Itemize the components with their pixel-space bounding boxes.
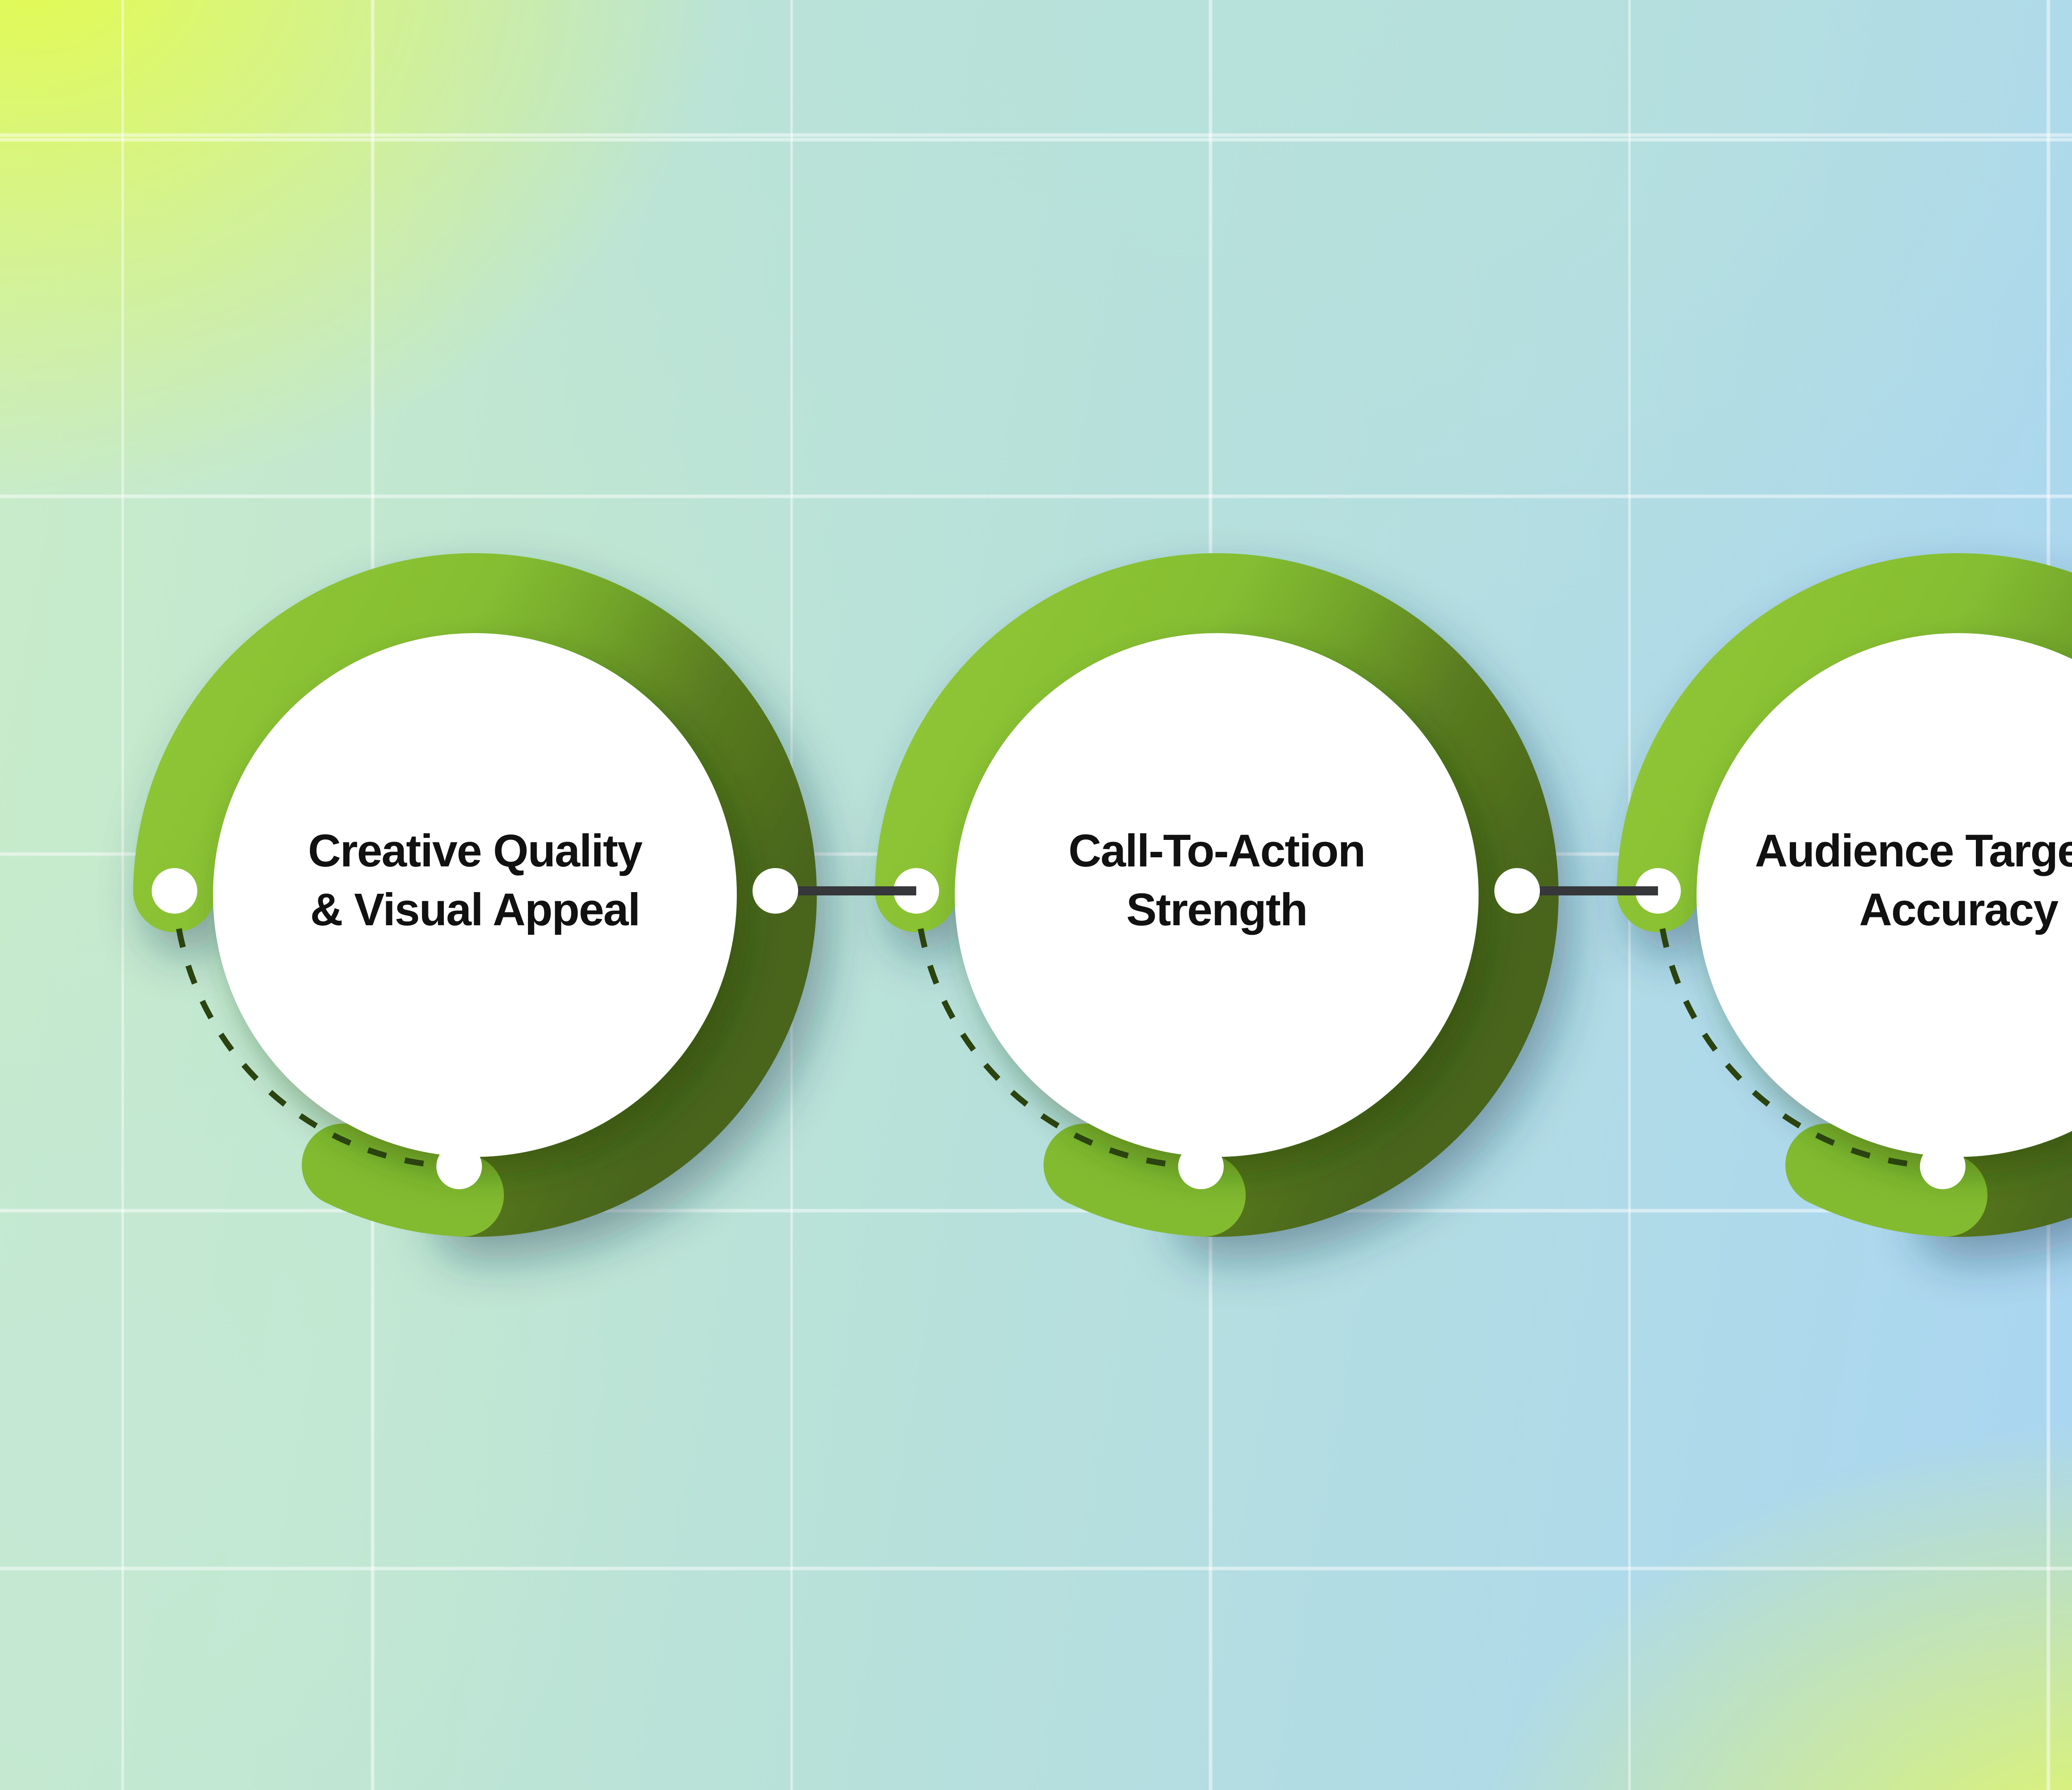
node-label-line: Call-To-Action (1068, 825, 1365, 876)
node-label-line: Creative Quality (308, 825, 643, 876)
node-label-audience-targeting: Audience Targeting Accuracy (1689, 822, 2072, 939)
node-label-line: & Visual Appeal (310, 884, 640, 935)
connectors (753, 868, 1658, 914)
node-label-line: Accuracy (1859, 884, 2058, 935)
right-dot (753, 868, 798, 914)
node-label-creative-quality: Creative Quality & Visual Appeal (206, 822, 744, 939)
node-label-line: Audience Targeting (1755, 825, 2072, 876)
node-label-line: Strength (1126, 884, 1308, 935)
node-label-cta-strength: Call-To-Action Strength (947, 822, 1486, 939)
right-dot (1494, 868, 1540, 914)
